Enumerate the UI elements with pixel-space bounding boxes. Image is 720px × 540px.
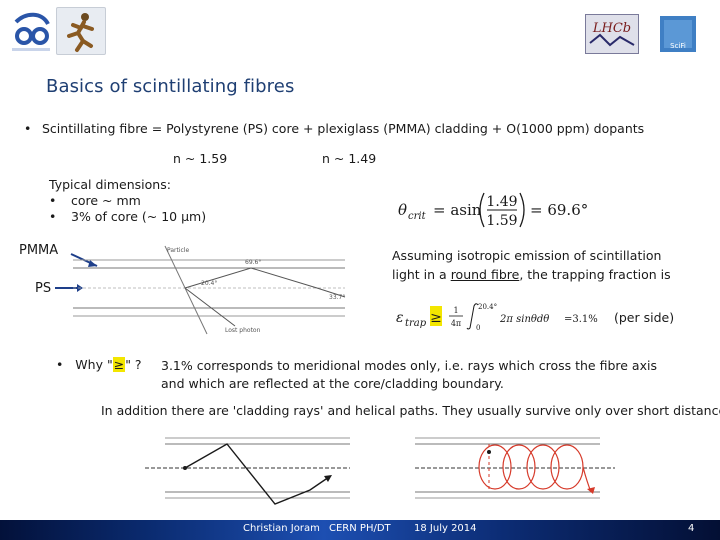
theta-symbol: θ: [398, 201, 407, 219]
isotropic-emission-text: Assuming isotropic emission of scintilla…: [392, 246, 712, 284]
footer-org: CERN PH/DT: [329, 523, 391, 534]
asin-denominator: 1.59: [486, 213, 517, 229]
typical-dimensions: Typical dimensions: •core ~ mm •3% of co…: [49, 177, 206, 225]
particle-label: Particle: [167, 247, 189, 254]
lost-photon-label: Lost photon: [225, 327, 261, 334]
angle-label: 33.7°: [329, 294, 345, 301]
fraction-denominator: 4π: [451, 319, 461, 328]
fraction-numerator: 1: [453, 306, 458, 315]
bullet-dot: •: [56, 357, 76, 372]
helical-ray-diagram: [415, 432, 620, 517]
trap-subscript: trap: [405, 318, 427, 329]
integral-upper-limit: 20.4°: [478, 303, 497, 311]
footer-bar: Christian Joram CERN PH/DT 18 July 2014 …: [0, 520, 720, 540]
typical-item: •3% of core (~ 10 μm): [49, 209, 207, 224]
page-number: 4: [688, 523, 695, 534]
trap-result: =3.1%: [564, 314, 598, 325]
scifi-logo-text: SciFi: [670, 42, 686, 50]
per-side-note: (per side): [614, 310, 675, 325]
geq-highlight: ≥: [112, 357, 126, 372]
typical-item-text: 3% of core (~ 10 μm): [71, 209, 207, 224]
footer-author: Christian Joram: [243, 523, 320, 534]
meridional-ray-diagram: [145, 432, 360, 517]
meridional-explanation: 3.1% corresponds to meridional modes onl…: [161, 357, 706, 393]
typical-dimensions-header: Typical dimensions:: [49, 177, 171, 192]
theta-crit-result: = 69.6°: [530, 201, 588, 219]
fibre-composition-bullet: • Scintillating fibre = Polystyrene (PS) …: [24, 121, 644, 136]
pmma-label: PMMA: [19, 243, 59, 258]
fibre-composition-text: Scintillating fibre = Polystyrene (PS) c…: [42, 121, 645, 136]
cladding-rays-text: In addition there are 'cladding rays' an…: [101, 403, 720, 418]
geq-symbol: ≥: [430, 310, 442, 326]
angle-label: 69.6°: [245, 259, 261, 266]
asin-text: = asin: [433, 201, 482, 219]
meridional-line-1: 3.1% corresponds to meridional modes onl…: [161, 358, 657, 373]
typical-item: •core ~ mm: [49, 193, 141, 208]
asin-numerator: 1.49: [486, 194, 517, 210]
integral-lower-limit: 0: [476, 324, 480, 332]
angle-label: 20.4°: [201, 280, 217, 287]
bullet-dot: •: [24, 121, 32, 136]
isotropic-line-1: Assuming isotropic emission of scintilla…: [392, 248, 662, 263]
theta-crit-formula: θ crit = asin 1.49 1.59 = 69.6°: [396, 187, 596, 233]
slide-title: Basics of scintillating fibres: [46, 76, 295, 97]
runner-logo: [56, 7, 106, 55]
lhcb-logo-text: LHCb: [592, 21, 631, 36]
isotropic-line-2: light in a round fibre, the trapping fra…: [392, 267, 671, 282]
fibre-ray-diagram: Particle 69.6° 20.4° 33.7° Lost photon: [55, 238, 355, 338]
footer-date: 18 July 2014: [414, 523, 477, 534]
scifi-logo: SciFi: [660, 16, 696, 52]
crit-subscript: crit: [408, 211, 427, 222]
typical-item-text: core ~ mm: [71, 193, 141, 208]
trapping-fraction-formula: ε trap ≥ 1 4π 20.4° 0 2π sinθdθ =3.1%: [394, 300, 604, 334]
lhcb-logo: LHCb: [585, 14, 639, 54]
why-question: • Why "≥" ?: [56, 357, 142, 372]
cladding-index: n ~ 1.49: [322, 151, 377, 166]
meridional-line-2: and which are reflected at the core/clad…: [161, 376, 504, 391]
core-index: n ~ 1.59: [173, 151, 228, 166]
organization-logo: [8, 8, 54, 54]
integrand: 2π sinθdθ: [499, 314, 549, 325]
ps-label: PS: [35, 281, 52, 296]
epsilon-symbol: ε: [396, 310, 404, 326]
round-fibre-text: round fibre: [450, 267, 520, 282]
